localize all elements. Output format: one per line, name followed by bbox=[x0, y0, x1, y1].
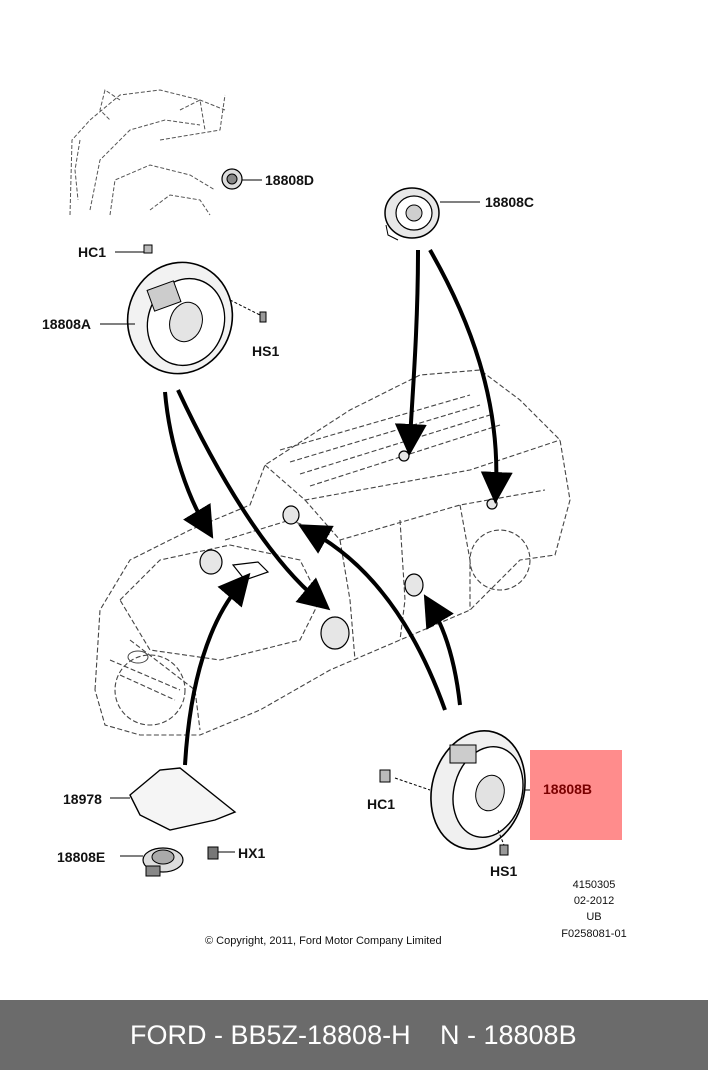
doc-code: UB bbox=[586, 911, 602, 923]
speaker-locations bbox=[199, 450, 498, 650]
speaker-system-diagram bbox=[69, 89, 571, 877]
speaker-18808e-icon bbox=[120, 846, 235, 877]
doc-number: 4150305 bbox=[572, 879, 616, 891]
speaker-18808d-icon bbox=[221, 168, 262, 190]
callout-hs1-top: HS1 bbox=[252, 343, 280, 359]
callout-18808c: 18808C bbox=[485, 194, 535, 210]
footer-bar: FORD - BB5Z-18808-H N - 18808B bbox=[0, 1000, 708, 1070]
speaker-18808a-icon bbox=[100, 244, 267, 375]
callout-hs1-bottom: HS1 bbox=[490, 863, 518, 879]
callout-18978: 18978 bbox=[63, 791, 102, 807]
callout-18808a: 18808A bbox=[42, 316, 92, 332]
callout-hc1-top: HC1 bbox=[78, 244, 107, 260]
speaker-panel-18978 bbox=[110, 767, 237, 831]
callout-18808e: 18808E bbox=[57, 849, 106, 865]
vehicle-outline bbox=[94, 369, 571, 736]
speaker-18808c-icon bbox=[384, 187, 480, 241]
footer-ref-number: N - 18808B bbox=[440, 1020, 577, 1050]
dashboard-sketch bbox=[69, 89, 226, 216]
highlight-box bbox=[530, 750, 622, 840]
speaker-18808b-icon bbox=[379, 730, 540, 856]
callout-hc1-bottom: HC1 bbox=[367, 796, 396, 812]
callout-18808d: 18808D bbox=[265, 172, 315, 188]
callout-18808b: 18808B bbox=[543, 781, 593, 797]
front-logo-icon bbox=[127, 650, 149, 664]
footer-part-number: FORD - BB5Z-18808-H bbox=[130, 1020, 411, 1050]
callout-hx1: HX1 bbox=[238, 845, 266, 861]
copyright-text: © Copyright, 2011, Ford Motor Company Li… bbox=[205, 935, 442, 947]
figure-id: F0258081-01 bbox=[561, 928, 627, 940]
pointer-arrows bbox=[163, 249, 513, 766]
doc-date: 02-2012 bbox=[573, 895, 615, 907]
